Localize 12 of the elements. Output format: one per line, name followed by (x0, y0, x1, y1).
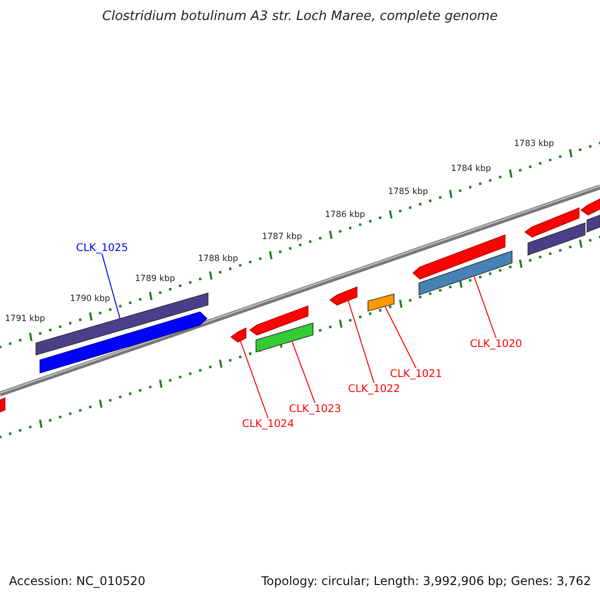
scale-label: 1789 kbp (135, 274, 176, 284)
scale-label: 1783 kbp (514, 139, 554, 149)
scale-label: 1788 kbp (198, 254, 238, 264)
scale-label: 1791 kbp (5, 314, 46, 324)
accession-text: Accession: NC_010520 (9, 574, 146, 588)
scale-label: 1785 kbp (388, 187, 428, 197)
title: Clostridium botulinum A3 str. Loch Maree, complete genome (101, 9, 499, 24)
scale-label: 1786 kbp (325, 210, 366, 220)
scale-label: 1790 kbp (70, 294, 110, 304)
scale-label: 1784 kbp (451, 164, 492, 174)
genome-info-text: Topology: circular; Length: 3,992,906 bp; Genes: 3,762 (261, 574, 591, 588)
scale-label: 1787 kbp (262, 232, 302, 242)
